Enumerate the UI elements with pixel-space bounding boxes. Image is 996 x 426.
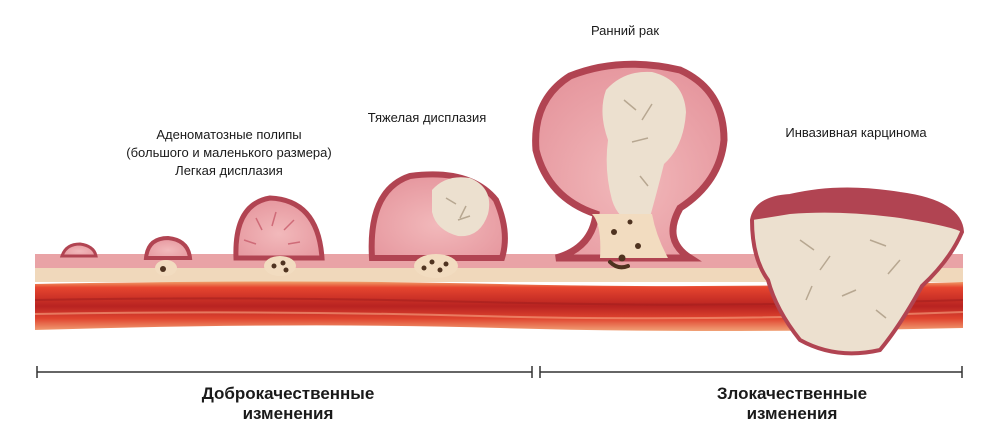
label-adenoma-line2: (большого и маленького размера) bbox=[118, 144, 340, 162]
label-adenomatous-polyps: Аденоматозные полипы (большого и маленьк… bbox=[118, 126, 340, 180]
polyp-tiny bbox=[62, 244, 96, 256]
category-malignant-line1: Злокачественные bbox=[682, 384, 902, 404]
label-adenoma-line3: Легкая дисплазия bbox=[118, 162, 340, 180]
label-severe-dysplasia: Тяжелая дисплазия bbox=[352, 109, 502, 127]
category-malignant: Злокачественные изменения bbox=[682, 384, 902, 424]
label-early-cancer: Ранний рак bbox=[570, 22, 680, 40]
benign-range-bar bbox=[37, 366, 532, 378]
category-malignant-line2: изменения bbox=[682, 404, 902, 424]
label-invasive-carcinoma: Инвазивная карцинома bbox=[776, 124, 936, 142]
polyp-early-cancer bbox=[536, 64, 724, 267]
category-benign: Доброкачественные изменения bbox=[168, 384, 408, 424]
category-benign-line1: Доброкачественные bbox=[168, 384, 408, 404]
label-adenoma-line1: Аденоматозные полипы bbox=[118, 126, 340, 144]
category-benign-line2: изменения bbox=[168, 404, 408, 424]
malignant-range-bar bbox=[540, 366, 962, 378]
